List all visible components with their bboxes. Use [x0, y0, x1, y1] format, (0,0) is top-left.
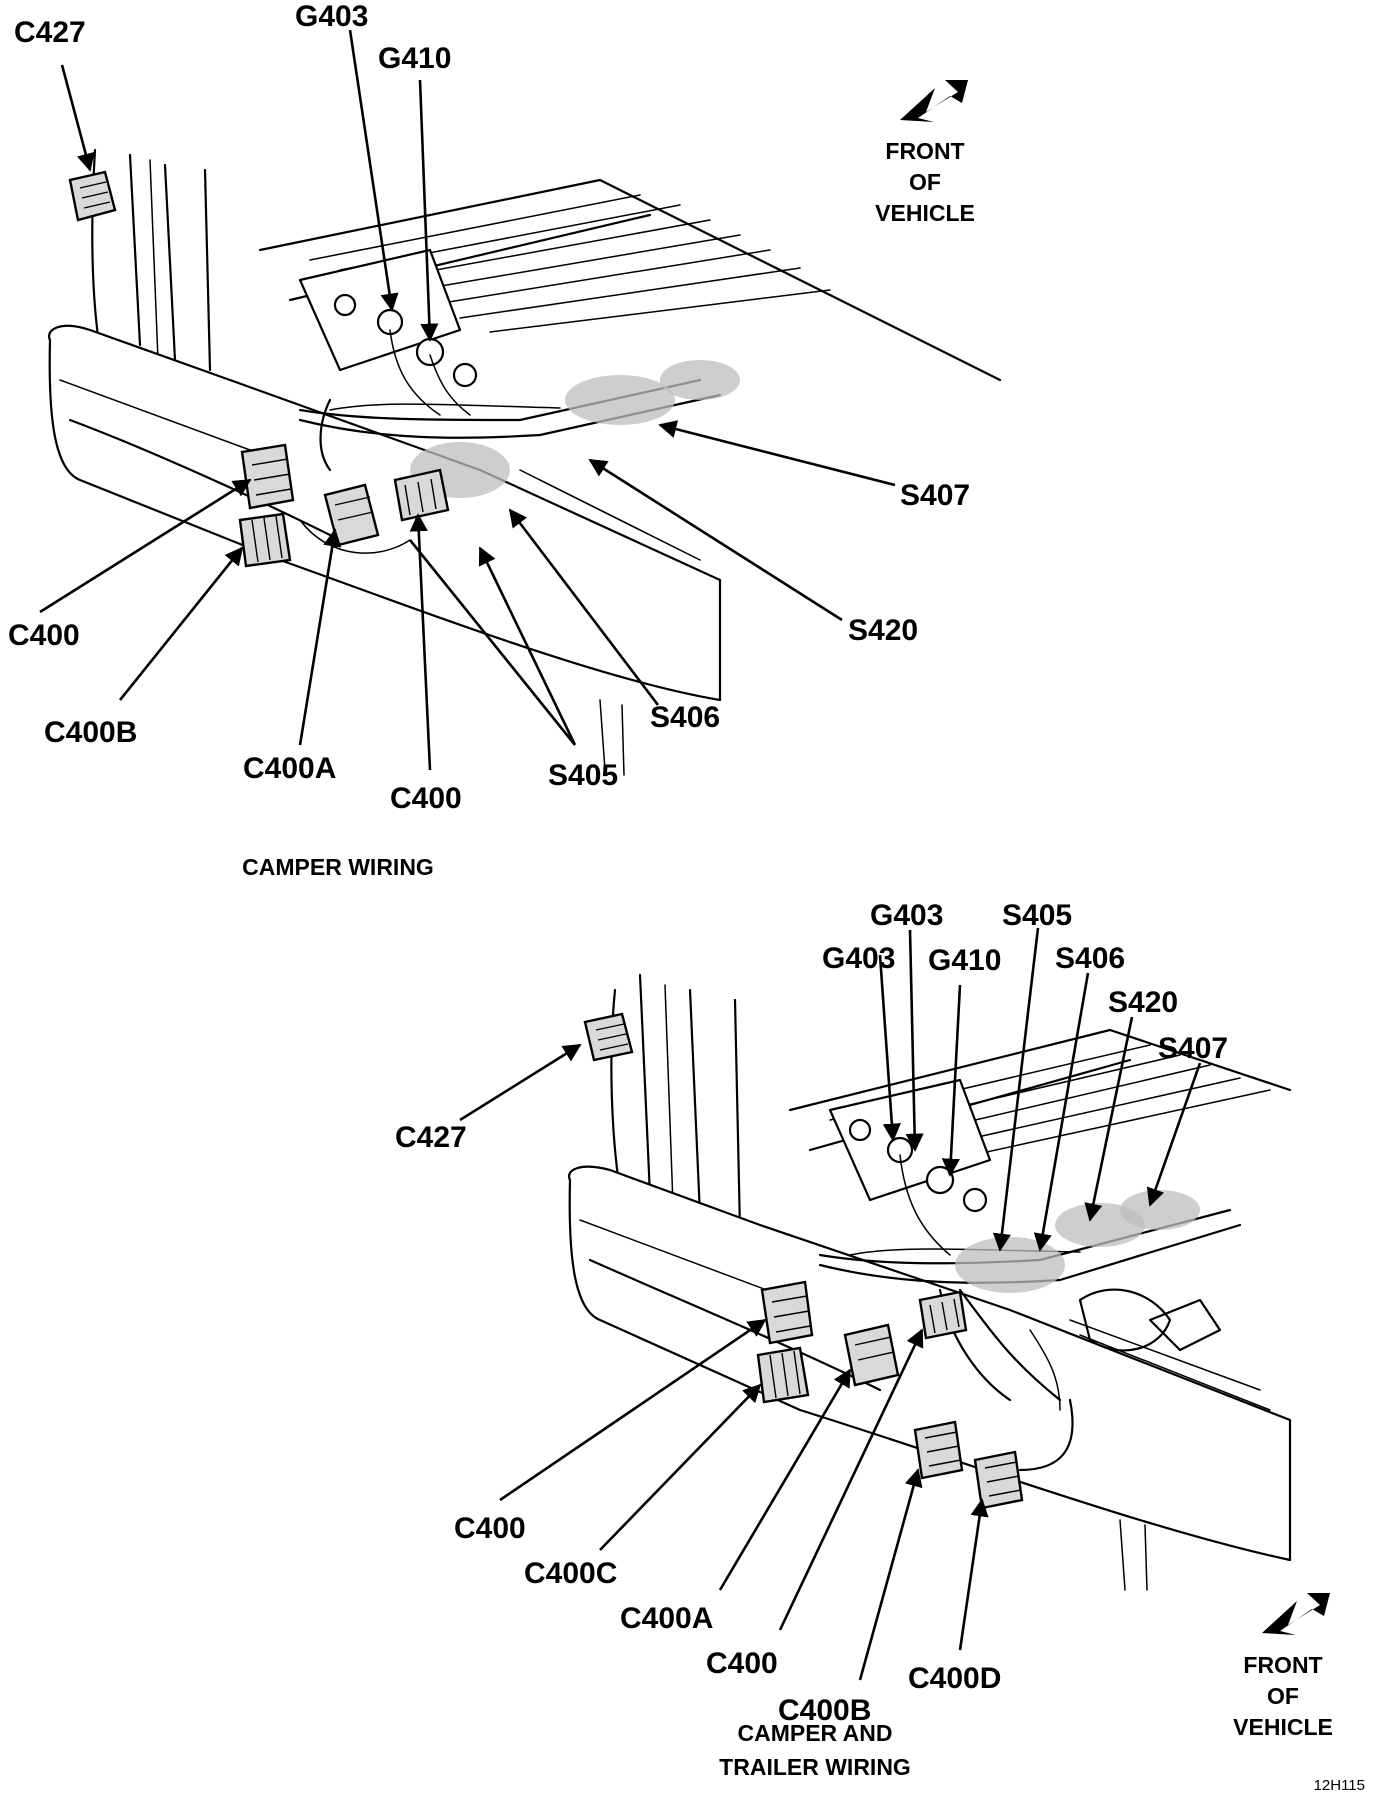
bottom-label-c400d: C400D — [908, 1662, 1001, 1695]
c400b-connector-shape — [238, 512, 292, 568]
figure-code: 12H115 — [1314, 1777, 1365, 1794]
bottom-vehicle-illustration — [567, 973, 1292, 1591]
bottom-label-c400b: C400B — [778, 1694, 871, 1727]
top-label-s406: S406 — [650, 701, 720, 734]
bottom-c400-mid-connector-shape — [918, 1290, 968, 1340]
top-label-g403: G403 — [295, 0, 368, 33]
bottom-label-g410: G410 — [928, 944, 1001, 977]
bottom-c400-left-connector-shape — [760, 1280, 814, 1345]
bottom-c400a-connector-shape — [843, 1323, 900, 1387]
bottom-label-c400-mid: C400 — [706, 1647, 778, 1680]
top-label-s407: S407 — [900, 479, 970, 512]
top-label-c400-mid: C400 — [390, 782, 462, 815]
top-label-s420: S420 — [848, 614, 918, 647]
bottom-caption-line1: CAMPER AND — [737, 1720, 892, 1746]
bottom-c427-connector-shape — [583, 1012, 634, 1062]
bottom-front-arrow-icon — [1262, 1593, 1330, 1635]
top-front-arrow-icon — [900, 80, 968, 122]
top-labels: C427 G403 G410 S407 S420 S406 S405 C400 … — [8, 0, 975, 880]
top-leader-lines — [39, 29, 896, 771]
bottom-front-label-line3: VEHICLE — [1233, 1714, 1333, 1740]
top-front-label-line2: OF — [909, 169, 941, 195]
c400d-connector-shape — [973, 1450, 1024, 1510]
bottom-label-g403-upper: G403 — [870, 899, 943, 932]
bottom-label-s406: S406 — [1055, 942, 1125, 975]
bottom-label-g403-lower: G403 — [822, 942, 895, 975]
top-caption: CAMPER WIRING — [242, 854, 434, 880]
c400-left-connector-shape — [240, 443, 295, 510]
bottom-label-s420: S420 — [1108, 986, 1178, 1019]
bottom-front-label-line2: OF — [1267, 1683, 1299, 1709]
bottom-label-c400-left: C400 — [454, 1512, 526, 1545]
bottom-label-c400a: C400A — [620, 1602, 713, 1635]
bottom-label-c427: C427 — [395, 1121, 467, 1154]
bottom-caption-line2: TRAILER WIRING — [719, 1754, 911, 1780]
top-label-c400b: C400B — [44, 716, 137, 749]
top-vehicle-illustration — [47, 148, 1002, 776]
c400-mid-connector-shape — [393, 468, 450, 522]
c427-connector-shape — [68, 170, 117, 222]
bottom-c400b-connector-shape — [913, 1420, 964, 1480]
bottom-front-label-line1: FRONT — [1243, 1652, 1322, 1678]
top-label-c427: C427 — [14, 16, 86, 49]
bottom-labels: G403 G403 G410 S405 S406 S420 S407 C427 … — [395, 899, 1333, 1780]
bottom-label-c400c: C400C — [524, 1557, 617, 1590]
top-label-c400-left: C400 — [8, 619, 80, 652]
top-front-label-line1: FRONT — [885, 138, 964, 164]
bottom-label-s407: S407 — [1158, 1032, 1228, 1065]
c400c-connector-shape — [756, 1346, 810, 1404]
bottom-leader-lines — [459, 927, 1202, 1681]
top-label-s405: S405 — [548, 759, 618, 792]
top-label-g410: G410 — [378, 42, 451, 75]
top-front-label-line3: VEHICLE — [875, 200, 975, 226]
top-label-c400a: C400A — [243, 752, 336, 785]
bottom-label-s405: S405 — [1002, 899, 1072, 932]
